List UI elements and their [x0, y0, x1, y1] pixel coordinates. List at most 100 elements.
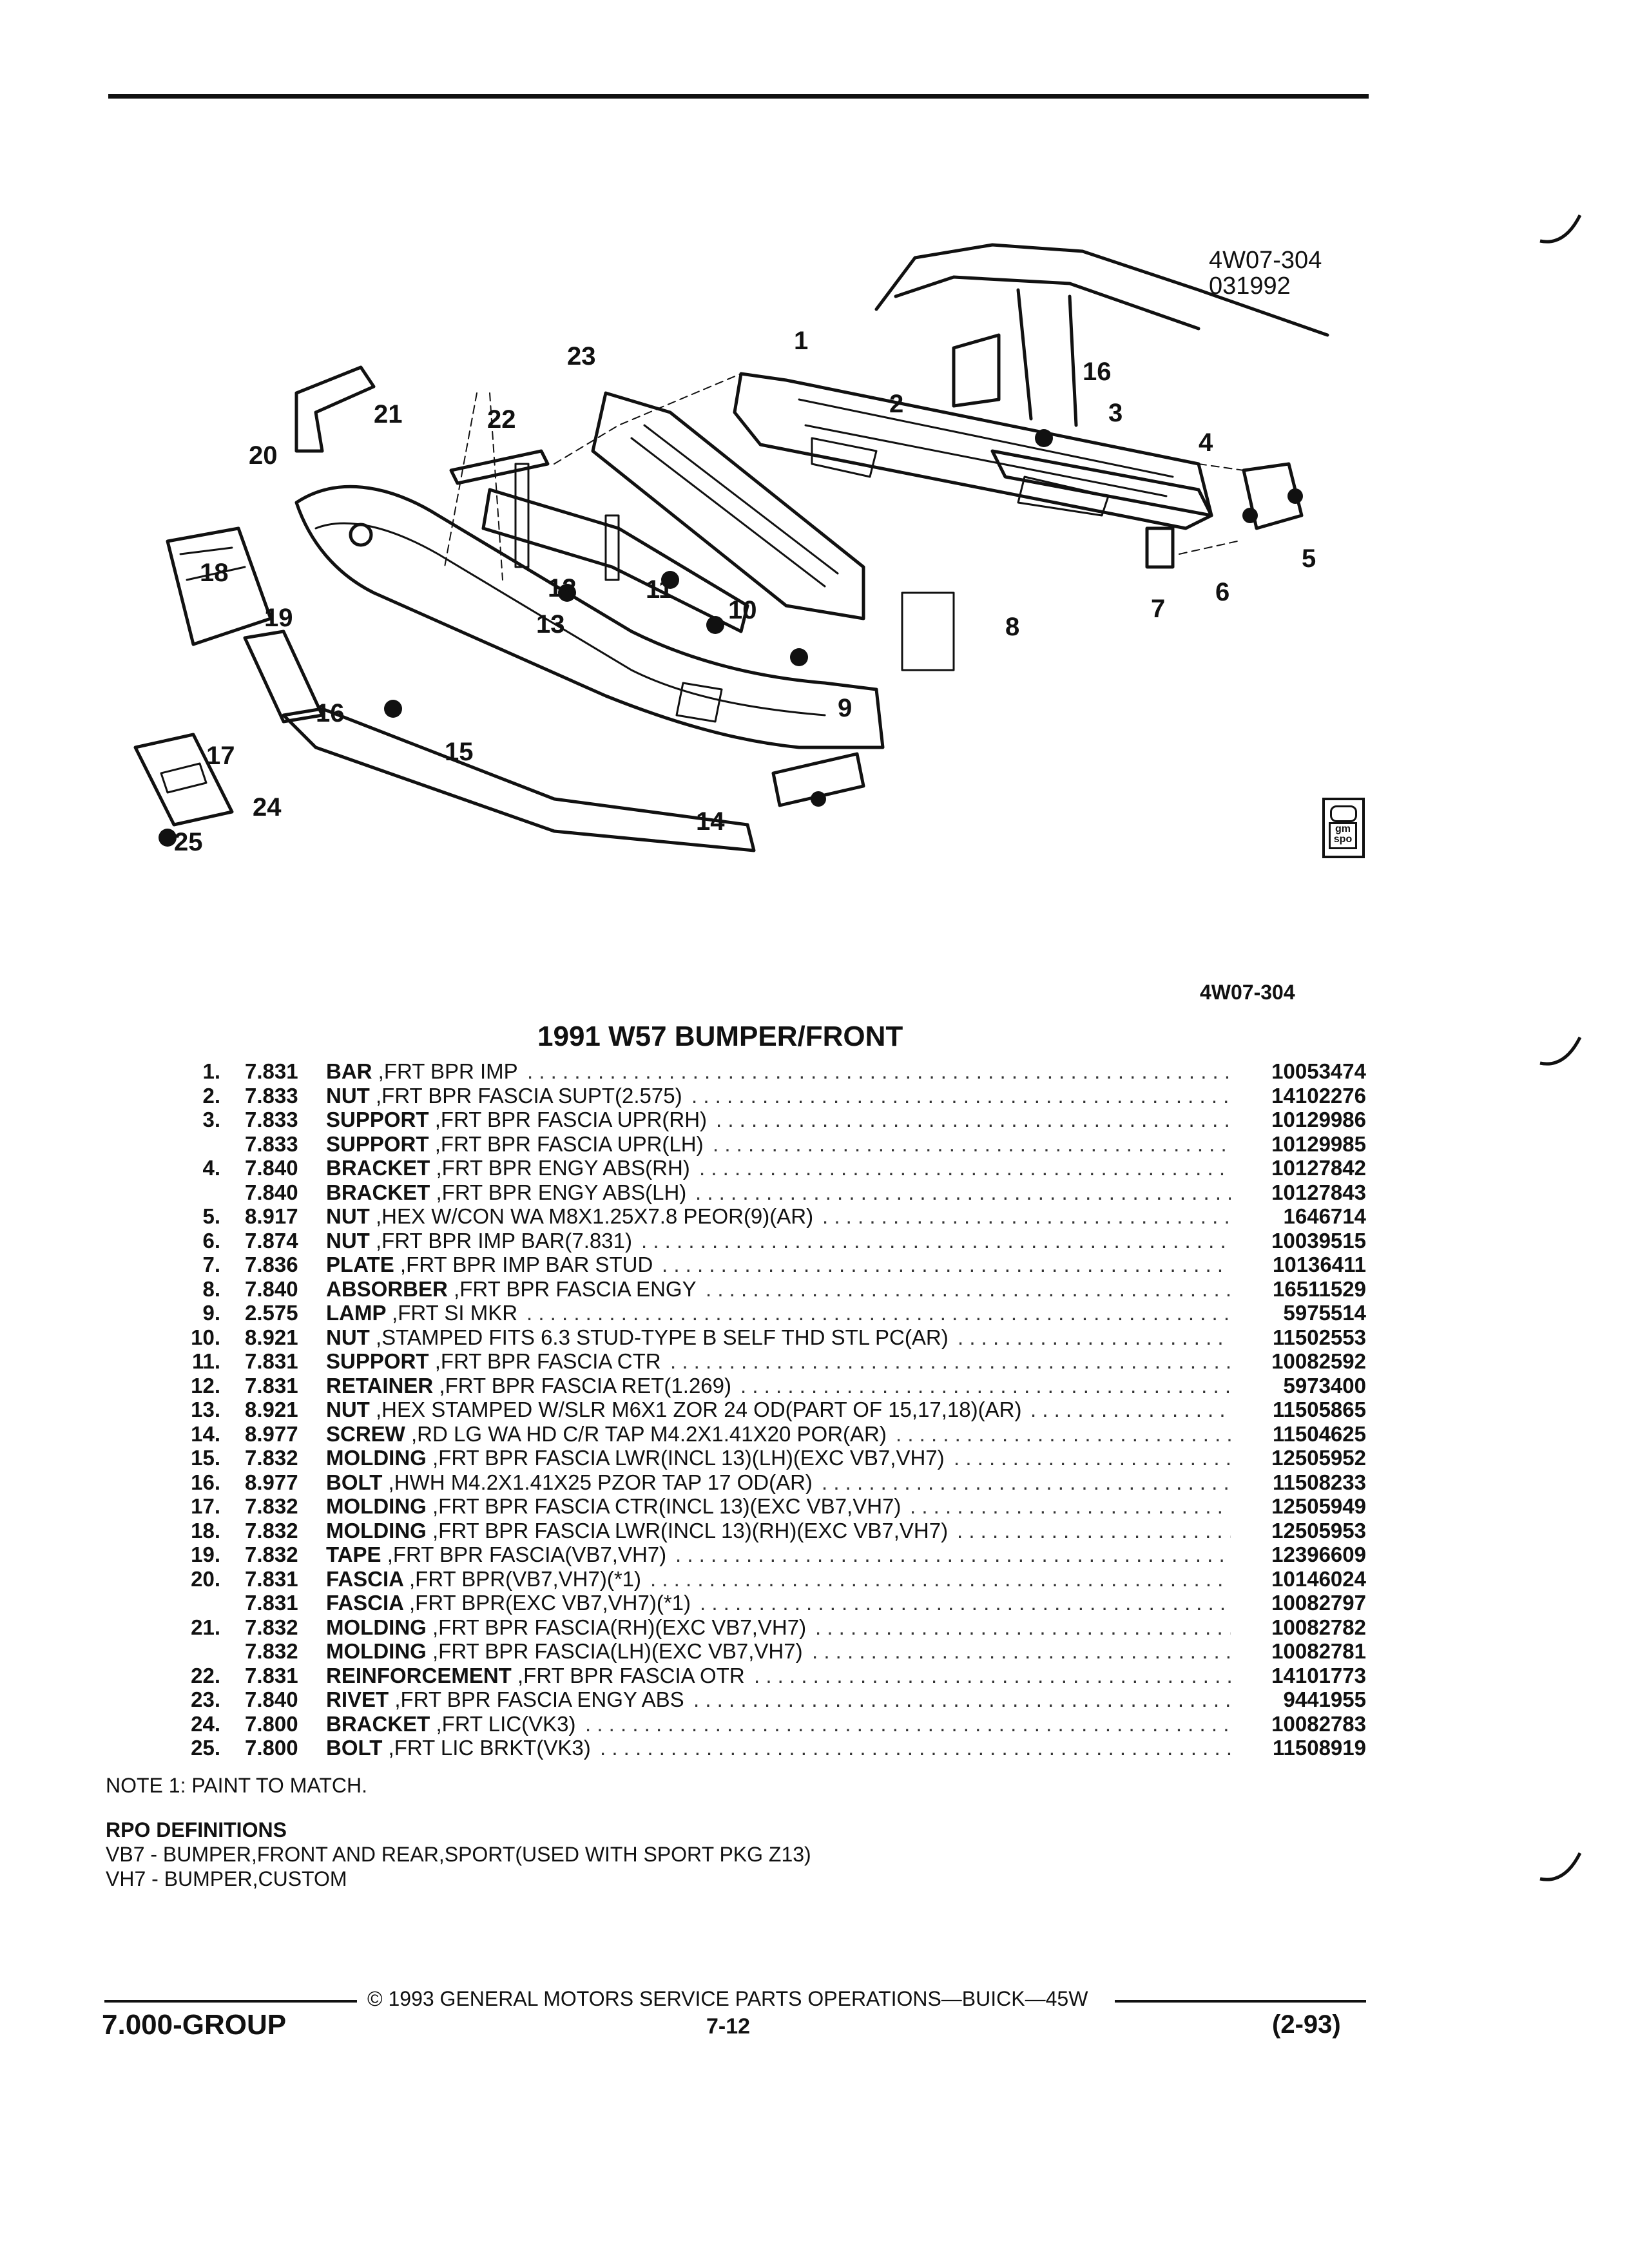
callout-1: 1: [794, 327, 808, 355]
part-name: RIVET ,FRT BPR FASCIA ENGY ABS: [326, 1687, 684, 1711]
leader-dots: . . . . . . . . . . . . . . . . . . . . …: [954, 1446, 1231, 1470]
footer-rule-right: [1115, 2000, 1366, 2003]
leader-dots: . . . . . . . . . . . . . . . . . . . . …: [740, 1373, 1231, 1398]
callout-16-bottom: 16: [316, 699, 345, 727]
group-number: 7.836: [245, 1253, 298, 1276]
part-description: ,FRT BPR FASCIA RET(1.269): [439, 1373, 731, 1398]
footer-rule-left: [104, 2000, 357, 2003]
group-number: 7.832: [245, 1446, 298, 1470]
part-number: 12505952: [1271, 1446, 1366, 1470]
page-number: 7-12: [706, 2014, 751, 2039]
group-number: 7.831: [245, 1349, 298, 1373]
part-description: ,HEX W/CON WA M8X1.25X7.8 PEOR(9)(AR): [376, 1204, 814, 1228]
part-number: 11508919: [1272, 1736, 1366, 1760]
leader-dots: . . . . . . . . . . . . . . . . . . . . …: [716, 1108, 1231, 1131]
diagram-callouts: 1 2 3 4 5 6 7 8 9 10 11 12 13 14 15 16 1…: [174, 327, 1316, 856]
leader-dots: . . . . . . . . . . . . . . . . . . . . …: [812, 1639, 1231, 1663]
item-number: 14.: [191, 1421, 220, 1446]
group-number: 7.840: [245, 1687, 298, 1711]
part-name: LAMP ,FRT SI MKR: [326, 1301, 518, 1325]
item-number: 19.: [191, 1542, 220, 1566]
part-description: ,FRT BPR ENGY ABS(RH): [436, 1156, 690, 1180]
part-name: BRACKET ,FRT BPR ENGY ABS(RH): [326, 1156, 690, 1180]
part-name: NUT ,HEX STAMPED W/SLR M6X1 ZOR 24 OD(PA…: [326, 1398, 1022, 1421]
part-number: 10136411: [1272, 1253, 1366, 1276]
part-name: PLATE ,FRT BPR IMP BAR STUD: [326, 1253, 653, 1276]
callout-4: 4: [1199, 428, 1213, 457]
item-number: 4.: [202, 1156, 220, 1180]
part-number: 10127843: [1271, 1180, 1366, 1204]
part-number: 10082592: [1271, 1349, 1366, 1373]
callout-12: 12: [548, 574, 577, 602]
item-number: 21.: [191, 1615, 220, 1639]
callout-22: 22: [487, 405, 516, 434]
leader-dots: . . . . . . . . . . . . . . . . . . . . …: [691, 1083, 1231, 1108]
part-description: ,FRT BPR IMP: [378, 1059, 518, 1083]
bumper-exploded-diagram: 1 2 3 4 5 6 7 8 9 10 11 12 13 14 15 16 1…: [133, 243, 1329, 856]
part-number: 12505949: [1271, 1494, 1366, 1518]
part-number: 5973400: [1283, 1373, 1366, 1398]
leader-dots: . . . . . . . . . . . . . . . . . . . . …: [896, 1421, 1231, 1446]
part-number: 5975514: [1283, 1301, 1366, 1325]
item-number: 16.: [191, 1470, 220, 1494]
part-number: 11504625: [1272, 1421, 1366, 1446]
group-label: 7.000-GROUP: [102, 2009, 287, 2041]
callout-7: 7: [1151, 595, 1165, 623]
part-description: ,FRT BPR(EXC VB7,VH7)(*1): [409, 1591, 691, 1615]
callout-17: 17: [206, 742, 235, 770]
group-number: 7.833: [245, 1108, 298, 1131]
item-number: 24.: [191, 1711, 220, 1736]
diagram-ref-code: 4W07-304: [1209, 247, 1322, 274]
item-number: 13.: [191, 1398, 220, 1421]
item-number: 18.: [191, 1518, 220, 1542]
leader-dots: . . . . . . . . . . . . . . . . . . . . …: [958, 1325, 1231, 1349]
part-description: ,FRT LIC BRKT(VK3): [388, 1736, 591, 1760]
item-number: 17.: [191, 1494, 220, 1518]
group-number: 8.977: [245, 1421, 298, 1446]
part-name: SUPPORT ,FRT BPR FASCIA UPR(LH): [326, 1131, 704, 1156]
part-name: TAPE ,FRT BPR FASCIA(VB7,VH7): [326, 1542, 667, 1566]
part-name: BAR ,FRT BPR IMP: [326, 1059, 518, 1083]
leader-dots: . . . . . . . . . . . . . . . . . . . . …: [713, 1131, 1231, 1156]
item-number: 23.: [191, 1687, 220, 1711]
leader-dots: . . . . . . . . . . . . . . . . . . . . …: [957, 1518, 1231, 1542]
item-number: 15.: [191, 1446, 220, 1470]
group-number: 7.831: [245, 1591, 298, 1615]
part-description: ,FRT BPR IMP BAR STUD: [400, 1253, 653, 1276]
gm-logo-top: [1330, 805, 1357, 822]
top-rule: [108, 94, 1369, 99]
item-number: 11.: [191, 1349, 220, 1373]
leader-dots: . . . . . . . . . . . . . . . . . . . . …: [585, 1711, 1231, 1736]
callout-16-top: 16: [1083, 358, 1112, 386]
part-name: BRACKET ,FRT LIC(VK3): [326, 1711, 576, 1736]
part-name: NUT ,FRT BPR FASCIA SUPT(2.575): [326, 1083, 682, 1108]
callout-14: 14: [696, 807, 725, 836]
part-description: ,STAMPED FITS 6.3 STUD-TYPE B SELF THD S…: [376, 1325, 949, 1349]
callout-18: 18: [200, 559, 229, 587]
callout-9: 9: [838, 694, 852, 722]
part-description: ,FRT LIC(VK3): [436, 1711, 576, 1736]
leader-dots: . . . . . . . . . . . . . . . . . . . . …: [700, 1591, 1231, 1615]
part-name: MOLDING ,FRT BPR FASCIA(LH)(EXC VB7,VH7): [326, 1639, 803, 1663]
part-number: 10129986: [1271, 1108, 1366, 1131]
item-number: 5.: [202, 1204, 220, 1228]
leader-dots: . . . . . . . . . . . . . . . . . . . . …: [699, 1156, 1231, 1180]
page-title: 1991 W57 BUMPER/FRONT: [537, 1021, 903, 1052]
group-number: 7.831: [245, 1663, 298, 1687]
part-number: 11505865: [1272, 1398, 1366, 1421]
callout-5: 5: [1302, 544, 1316, 573]
group-number: 7.874: [245, 1228, 298, 1253]
part-name: BOLT ,FRT LIC BRKT(VK3): [326, 1736, 591, 1760]
item-number: 22.: [191, 1663, 220, 1687]
binding-mark-icon: [1539, 214, 1582, 244]
